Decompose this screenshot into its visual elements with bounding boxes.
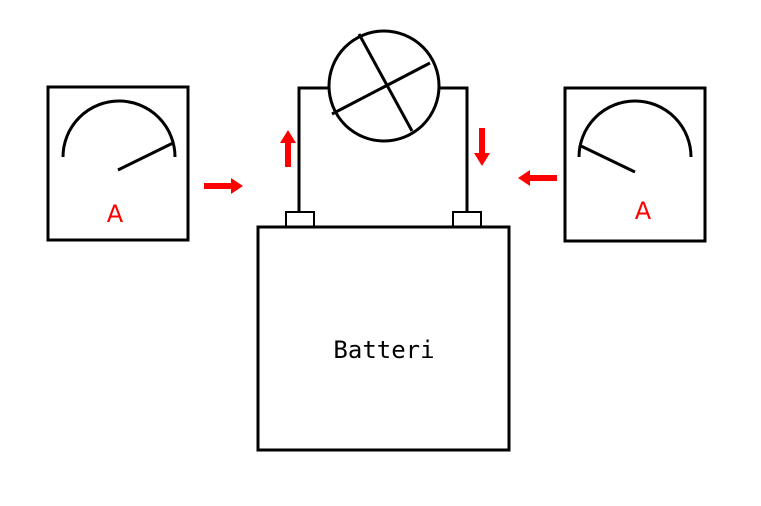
arrow-down-icon	[474, 128, 490, 166]
wire-left	[297, 86, 329, 212]
lamp-icon	[327, 29, 441, 143]
gauge-needle-icon	[580, 144, 636, 174]
ammeter-right: A	[563, 86, 707, 243]
ammeter-right-label: A	[635, 197, 652, 225]
gauge-needle-icon	[117, 141, 174, 172]
arrow-up-icon	[280, 130, 296, 167]
gauge-scale-icon	[61, 99, 177, 158]
arrow-left-icon	[518, 170, 557, 186]
arrow-right-icon	[204, 178, 243, 194]
battery	[256, 225, 511, 452]
battery-label: Batteri	[333, 336, 434, 364]
wire-right	[439, 86, 469, 212]
gauge-scale-icon	[577, 99, 693, 158]
ammeter-left-label: A	[107, 200, 124, 228]
ammeter-left: A	[46, 85, 190, 242]
